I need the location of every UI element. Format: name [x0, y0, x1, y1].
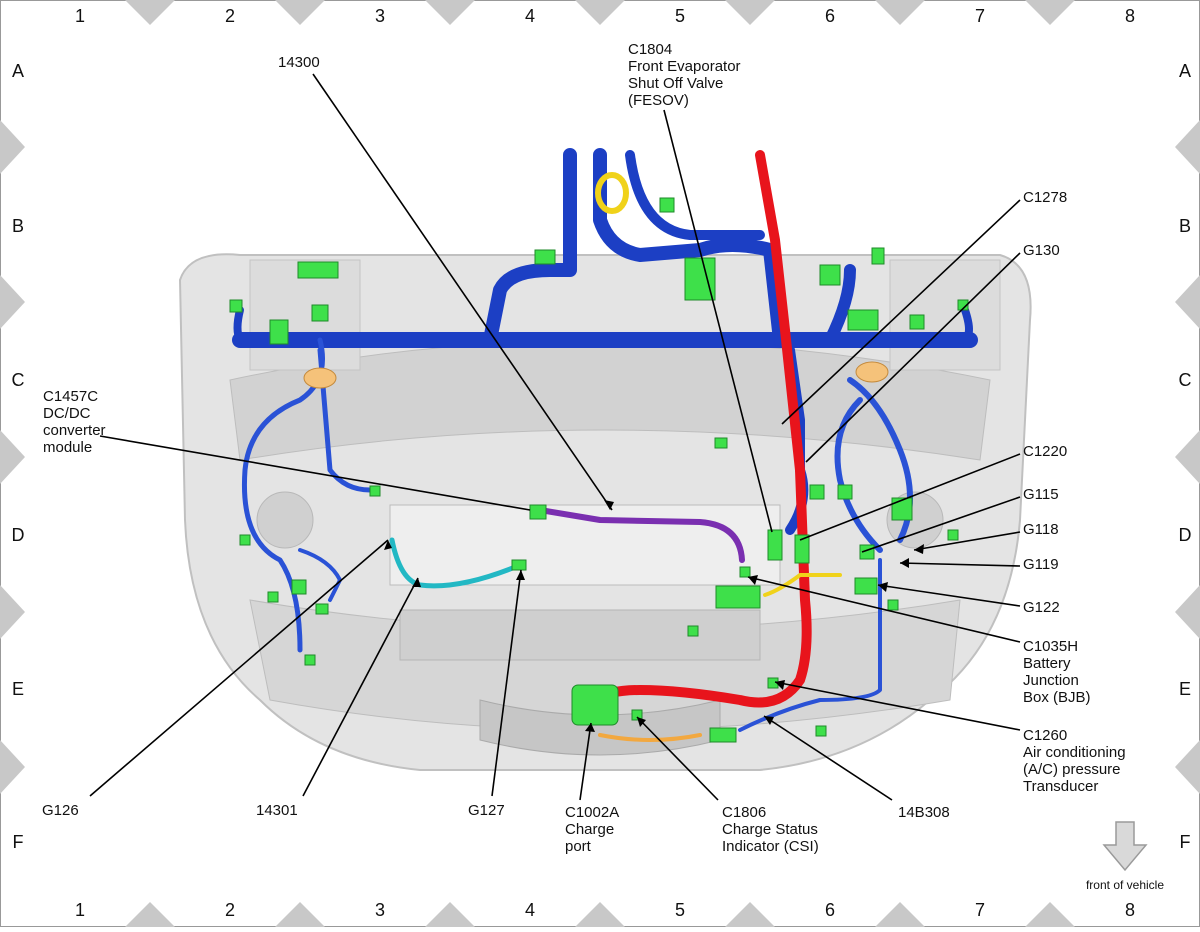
connector-block	[659, 197, 675, 213]
label-g127: G127	[468, 802, 505, 819]
col-label: 1	[75, 6, 85, 26]
connector-block	[891, 497, 913, 521]
label-14300: 14300	[278, 54, 320, 71]
col-label: 6	[825, 900, 835, 920]
col-label: 5	[675, 6, 685, 26]
connector-block	[687, 625, 699, 637]
col-label: 5	[675, 900, 685, 920]
connector-block	[269, 319, 289, 345]
row-label: B	[1179, 216, 1191, 236]
row-labels-right: A B C D E F	[1179, 61, 1192, 852]
row-label: D	[1179, 525, 1192, 545]
connector-block	[739, 566, 751, 578]
connector-block	[854, 577, 878, 595]
connector-block	[947, 529, 959, 541]
row-label: A	[12, 61, 24, 81]
connector-block	[239, 534, 251, 546]
connector-block	[871, 247, 885, 265]
connector-block	[887, 599, 899, 611]
front-of-vehicle-indicator: front of vehicle	[1086, 821, 1164, 892]
connector-block	[709, 727, 737, 743]
col-label: 7	[975, 6, 985, 26]
label-g118: G118	[1023, 521, 1059, 538]
col-label: 3	[375, 900, 385, 920]
label-g130: G130	[1023, 242, 1060, 259]
col-label: 1	[75, 900, 85, 920]
arrowheads	[384, 500, 924, 732]
connector-block	[815, 725, 827, 737]
label-g119: G119	[1023, 556, 1059, 573]
connector-block	[957, 299, 969, 311]
connector-block	[571, 684, 619, 726]
connector-block	[229, 299, 243, 313]
col-label: 4	[525, 900, 535, 920]
label-c1220: C1220	[1023, 443, 1067, 460]
connector-block	[534, 249, 556, 265]
label-g122: G122	[1023, 599, 1060, 616]
connector-block	[369, 485, 381, 497]
label-c1278: C1278	[1023, 189, 1067, 206]
label-c1260: C1260 Air conditioning (A/C) pressure Tr…	[1023, 727, 1130, 795]
col-label: 2	[225, 6, 235, 26]
col-label: 2	[225, 900, 235, 920]
label-c1002a: C1002A Charge port	[565, 804, 623, 855]
connector-block	[819, 264, 841, 286]
front-of-vehicle-label: front of vehicle	[1086, 878, 1164, 892]
label-g126: G126	[42, 802, 79, 819]
label-14301: 14301	[256, 802, 298, 819]
row-label: F	[1180, 832, 1191, 852]
row-label: F	[13, 832, 24, 852]
col-label: 6	[825, 6, 835, 26]
col-label: 8	[1125, 900, 1135, 920]
col-label: 3	[375, 6, 385, 26]
connector-block	[684, 257, 716, 301]
connector-block	[794, 534, 810, 564]
label-c1804: C1804 Front Evaporator Shut Off Valve (F…	[628, 41, 745, 109]
label-c1806: C1806 Charge Status Indicator (CSI)	[722, 804, 822, 855]
row-label: C	[12, 370, 25, 390]
row-label: C	[1179, 370, 1192, 390]
col-label: 4	[525, 6, 535, 26]
connector-block	[809, 484, 825, 500]
row-labels-left: A B C D E F	[12, 61, 25, 852]
connector-block	[847, 309, 879, 331]
leader-lines	[89, 73, 1021, 801]
connector-block	[529, 504, 547, 520]
arrow-down-icon	[1102, 821, 1148, 872]
harness-lines	[232, 148, 978, 742]
row-label: E	[1179, 679, 1191, 699]
connector-block	[714, 437, 728, 449]
label-g115: G115	[1023, 486, 1059, 503]
row-label: B	[12, 216, 24, 236]
connector-block	[837, 484, 853, 500]
connector-block	[315, 603, 329, 615]
connector-block	[291, 579, 307, 595]
label-c1457c: C1457C DC/DC converter module	[43, 388, 110, 456]
connectors	[229, 197, 969, 743]
connector-block	[715, 585, 761, 609]
column-labels-bottom: 1 2 3 4 5 6 7 8	[75, 900, 1135, 920]
connector-block	[304, 654, 316, 666]
col-label: 7	[975, 900, 985, 920]
col-label: 8	[1125, 6, 1135, 26]
callout-labels: 14300 C1804 Front Evaporator Shut Off Va…	[42, 41, 1130, 855]
grommets	[303, 361, 889, 389]
connector-block	[767, 529, 783, 561]
connector-block	[511, 559, 527, 571]
column-labels-top: 1 2 3 4 5 6 7 8	[75, 6, 1135, 26]
connector-block	[267, 591, 279, 603]
connector-block	[297, 261, 339, 279]
row-label: E	[12, 679, 24, 699]
connector-block	[631, 709, 643, 721]
label-14b308: 14B308	[898, 804, 950, 821]
connector-block	[909, 314, 925, 330]
label-c1035h: C1035H Battery Junction Box (BJB)	[1023, 638, 1091, 706]
row-label: A	[1179, 61, 1191, 81]
row-label: D	[12, 525, 25, 545]
connector-block	[311, 304, 329, 322]
